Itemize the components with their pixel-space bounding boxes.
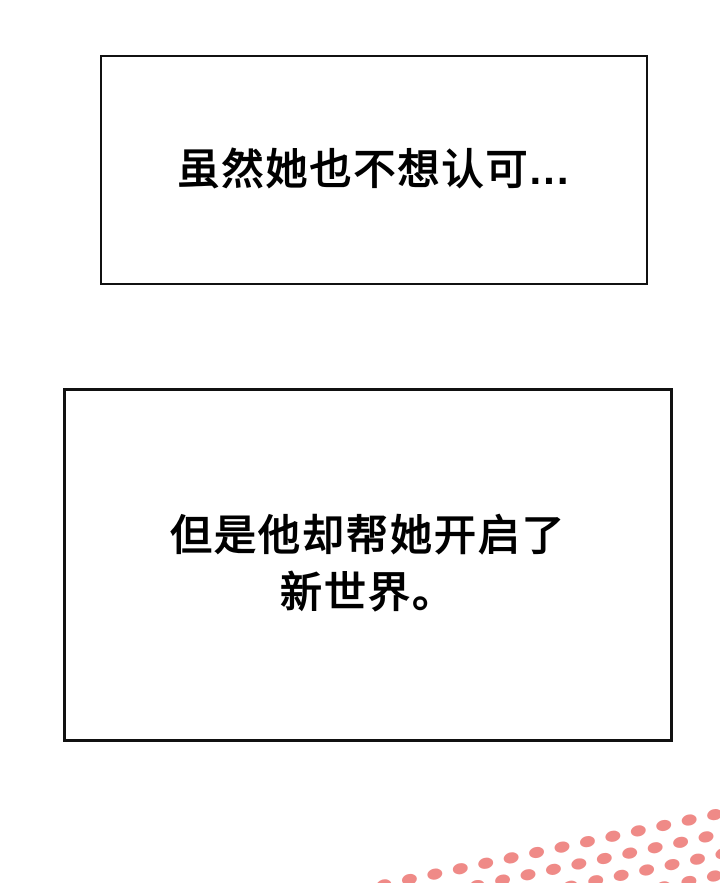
dot	[688, 852, 706, 867]
dot	[680, 813, 698, 827]
dot	[663, 857, 681, 872]
dot	[638, 863, 656, 877]
dot	[680, 874, 698, 883]
dot	[655, 818, 673, 833]
dot	[578, 834, 596, 849]
dot-pattern-decoration	[325, 796, 720, 883]
dot	[468, 878, 486, 883]
dot	[494, 873, 512, 883]
dot	[604, 829, 622, 844]
dot	[561, 879, 579, 883]
caption-line-2: 新世界。	[279, 569, 456, 616]
dot	[629, 823, 647, 838]
caption-text-bottom: 但是他却帮她开启了 新世界。	[170, 508, 566, 621]
caption-box-top: 虽然她也不想认可...	[100, 55, 648, 285]
dot	[612, 868, 630, 883]
caption-line-1: 但是他却帮她开启了	[169, 512, 566, 560]
dot	[553, 840, 571, 855]
dot	[519, 867, 537, 882]
dot	[706, 807, 720, 822]
dot	[705, 869, 720, 883]
dot	[697, 829, 715, 844]
dot	[595, 851, 613, 866]
dot	[528, 845, 546, 860]
dot	[426, 867, 444, 882]
dot	[451, 861, 469, 876]
dot	[672, 835, 690, 850]
dot	[502, 850, 520, 865]
dot	[646, 840, 664, 855]
dot	[375, 877, 393, 883]
caption-text-top: 虽然她也不想认可...	[177, 145, 571, 193]
caption-box-bottom: 但是他却帮她开启了 新世界。	[63, 388, 673, 742]
dot	[587, 873, 605, 883]
dot	[621, 846, 639, 861]
dot	[544, 862, 562, 877]
dot	[570, 857, 588, 871]
dot	[714, 846, 720, 861]
dot	[400, 872, 418, 883]
dot	[477, 856, 495, 871]
